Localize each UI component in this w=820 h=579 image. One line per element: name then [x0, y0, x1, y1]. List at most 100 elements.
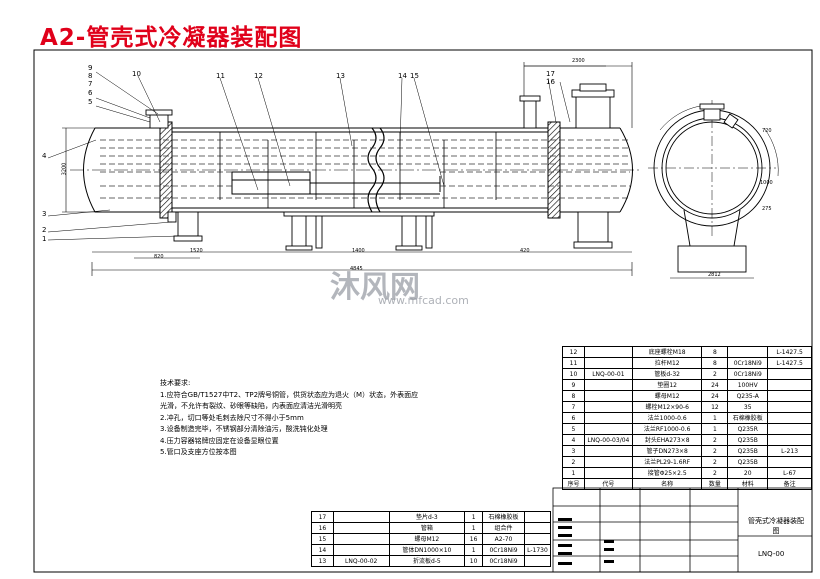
bom-cell: 垫圈12 [631, 379, 703, 391]
bom-cell: 石棉橡胶板 [482, 511, 525, 523]
bom-cell: 20 [727, 467, 769, 479]
dim-2300: 2300 [572, 58, 585, 64]
bom-cell [767, 368, 812, 380]
bom-cell [583, 357, 633, 369]
bom-cell: 1 [701, 423, 729, 435]
bom-cell: 14 [311, 544, 334, 556]
bom-cell: L-67 [767, 467, 812, 479]
end-view [648, 100, 779, 279]
callout-6: 6 [88, 89, 93, 97]
bom-cell: 8 [562, 390, 585, 402]
bom-cell [523, 555, 552, 567]
bom-cell: 15 [311, 533, 334, 545]
bom-cell: 2 [562, 456, 585, 468]
bom-cell: 17 [311, 511, 334, 523]
dim-720: 720 [762, 128, 772, 134]
bom-cell: 石棉橡胶板 [727, 412, 769, 424]
bom-cell: 代号 [583, 478, 633, 490]
notes-heading: 技术要求: [160, 379, 191, 387]
bom-cell: 0Cr18Ni9 [482, 544, 525, 556]
tube-bundle [100, 139, 630, 199]
callout-17: 17 [546, 70, 555, 78]
bom-cell: A2-70 [482, 533, 525, 545]
notes-line: 3.设备制造完毕，不锈钢部分清除油污，酸洗钝化处理 [160, 425, 328, 433]
bom-cell: 接管Φ25×2.5 [631, 467, 703, 479]
bom-cell: 数量 [701, 478, 729, 490]
bom-cell: 2 [701, 434, 729, 446]
callout-5: 5 [88, 98, 93, 106]
bom-cell: 管子DN273×8 [631, 445, 703, 457]
bom-cell: L-1730 [523, 544, 552, 556]
bom-cell: 11 [562, 357, 585, 369]
bom-cell [583, 445, 633, 457]
bom-cell [523, 522, 552, 534]
bom-cell: 封头EHA273×8 [631, 434, 703, 446]
bom-cell: 法兰PL29-1.6RF [631, 456, 703, 468]
bom-cell: 管箱 [388, 522, 466, 534]
bom-cell [332, 544, 390, 556]
bom-cell [583, 412, 633, 424]
bom-cell: Q235B [727, 445, 769, 457]
baffles [219, 132, 497, 208]
bom-cell: Q235B [727, 434, 769, 446]
callout-4: 4 [42, 152, 47, 160]
bom-cell: 材料 [727, 478, 769, 490]
callout-9: 9 [88, 64, 93, 72]
bom-cell: 0Cr18Ni9 [727, 357, 769, 369]
title-block-frame [552, 487, 813, 573]
bom-cell: 24 [701, 379, 729, 391]
bom-cell: 1 [464, 522, 484, 534]
bom-cell [332, 511, 390, 523]
bom-cell: 底座螺栓M18 [631, 346, 703, 358]
notes-line: 1.应符合GB/T1527中T2、TP2牌号铜管，供货状态应为退火（M）状态，外… [160, 390, 419, 399]
bom-cell: 1 [464, 544, 484, 556]
bom-cell: 3 [562, 445, 585, 457]
drawing-title: A2-管壳式冷凝器装配图 [40, 25, 303, 51]
bom-cell: 法兰RF1000-0.6 [631, 423, 703, 435]
dim-275: 275 [762, 206, 772, 212]
bom-cell [583, 401, 633, 413]
bom-cell: 组合件 [482, 522, 525, 534]
bom-cell: 5 [562, 423, 585, 435]
dim-3200: 3200 [61, 162, 68, 176]
bom-cell: 10 [464, 555, 484, 567]
bom-cell: 螺栓M12×90-6 [631, 401, 703, 413]
callout-14: 14 [398, 72, 407, 80]
bom-cell: Q235R [727, 423, 769, 435]
bom-cell: 8 [701, 357, 729, 369]
bom-cell: 螺母M12 [631, 390, 703, 402]
notes-line: 5.管口及支座方位按本图 [160, 448, 237, 456]
bom-cell [583, 456, 633, 468]
dim-820: 820 [154, 254, 164, 260]
saddle-supports [283, 211, 435, 251]
dimension-lines [62, 62, 633, 276]
bom-cell [583, 390, 633, 402]
bom-cell: 24 [701, 390, 729, 402]
bom-cell: Q235-A [727, 390, 769, 402]
bom-cell: 16 [464, 533, 484, 545]
notes-line: 光滑，不允许有裂纹、砂眼等缺陷，内表面应清洁光滑明亮 [160, 402, 342, 410]
callout-7: 7 [88, 80, 93, 88]
dim-1000: 1000 [760, 180, 773, 186]
bom-cell: 1 [562, 467, 585, 479]
title-block-marks [558, 518, 614, 565]
bom-cell [583, 379, 633, 391]
callout-11: 11 [216, 72, 225, 80]
bom-header-row: 序号代号名称数量材料备注 [562, 478, 812, 490]
bom-cell: 4 [562, 434, 585, 446]
callout-10: 10 [132, 70, 141, 78]
bom-cell: 备注 [767, 478, 812, 490]
bom-cell: 13 [311, 555, 334, 567]
bom-cell: L-1427.5 [767, 346, 812, 358]
bom-cell: 折流板d-5 [388, 555, 466, 567]
nozzles [145, 83, 615, 249]
